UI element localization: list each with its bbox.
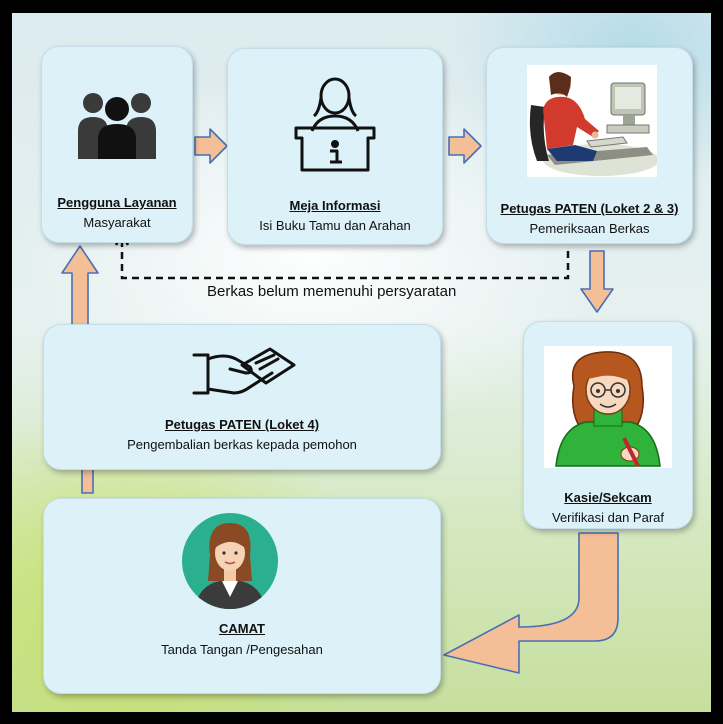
step-meja-informasi: Meja Informasi Isi Buku Tamu dan Arahan [227,48,443,245]
step-subtitle: Tanda Tangan /Pengesahan [161,642,323,657]
step-subtitle: Verifikasi dan Paraf [551,510,664,525]
step-subtitle: Isi Buku Tamu dan Arahan [259,218,411,233]
step-camat: CAMAT Tanda Tangan /Pengesahan [43,498,441,694]
official-avatar-icon [180,511,280,611]
step-title: CAMAT [219,621,265,636]
step-subtitle: Pengembalian berkas kepada pemohon [127,437,357,452]
arrow-kasie-to-camat [443,532,619,674]
officer-at-computer-icon [527,65,657,177]
step-title: Meja Informasi [289,198,381,213]
feedback-label: Berkas belum memenuhi persyaratan [207,283,457,300]
flowchart-canvas: Berkas belum memenuhi persyaratan Penggu… [12,13,711,712]
step-subtitle: Masyarakat [83,215,151,230]
step-title: Petugas PATEN (Loket 4) [164,417,320,432]
step-petugas-loket-4: Petugas PATEN (Loket 4) Pengembalian ber… [43,324,441,470]
step-petugas-loket-2-3: Petugas PATEN (Loket 2 & 3) Pemeriksaan … [486,47,693,244]
step-kasie-sekcam: Kasie/Sekcam Verifikasi dan Paraf [523,321,693,529]
hand-giving-document-icon [190,343,298,401]
users-group-icon [76,87,158,159]
arrow-pengguna-to-meja [194,128,228,164]
woman-writing-icon [544,346,672,468]
arrow-meja-to-petugas23 [448,128,482,164]
step-title: Petugas PATEN (Loket 2 & 3) [500,201,679,216]
step-pengguna-layanan: Pengguna Layanan Masyarakat [41,46,193,243]
step-subtitle: Pemeriksaan Berkas [529,221,650,236]
step-title: Pengguna Layanan [57,195,177,210]
step-title: Kasie/Sekcam [564,490,652,505]
arrow-petugas23-to-kasie [580,250,614,313]
feedback-dashed-line [120,241,570,280]
information-desk-icon [286,76,384,174]
